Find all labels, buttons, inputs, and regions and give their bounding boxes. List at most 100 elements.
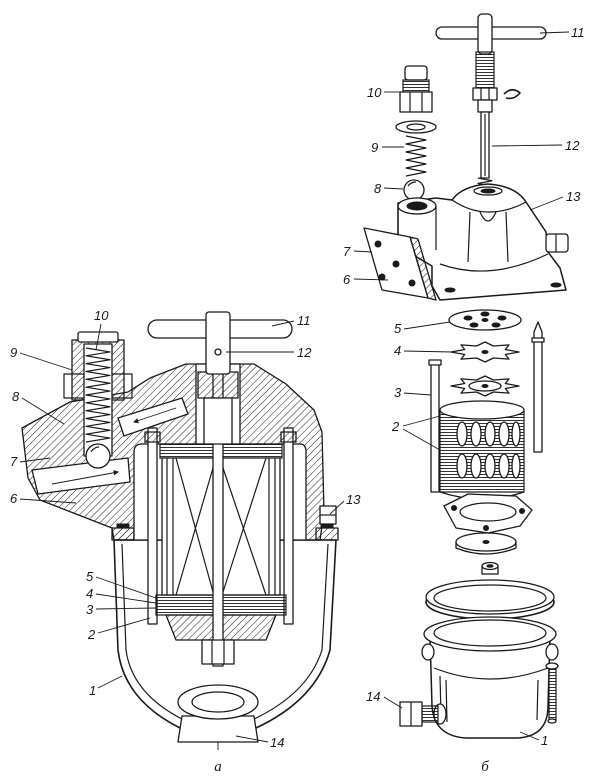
callout-label: 4 [86,586,93,601]
element-slot [511,421,521,447]
housing-flange-hole [550,282,562,288]
relief-valve-parts [395,65,437,201]
leader-line [402,428,441,451]
leader-line [539,31,570,34]
callout-label: 3 [394,385,402,400]
valve-ball [403,179,425,201]
element-stack-top [439,400,525,420]
housing-dome-ridge [479,211,497,222]
valve-ball-highlight [90,446,100,453]
callout-label: 5 [394,321,402,336]
rod-gland-packing [197,371,239,399]
rod-sleeve [203,397,233,445]
tie-rods [144,427,297,625]
element-slot [470,453,482,479]
callout-label: 14 [270,735,284,750]
retaining-clip [503,88,521,100]
leader-line [19,352,73,371]
element-diagonal [222,467,267,596]
housing-flange-hole [444,287,456,293]
leader-line [383,696,403,709]
filter-element-stack [439,400,525,500]
bowl-flange-inner [433,619,547,647]
handle-collar [477,99,493,113]
element-slot [498,421,510,447]
leader-line [403,350,453,353]
ring-gasket [425,579,555,620]
element-rod [430,363,440,493]
element-stack-body [439,409,525,493]
element-slot [456,421,468,447]
ring-gasket-inner [433,584,547,612]
ring-gasket-top [425,579,555,615]
housing-body [397,183,567,301]
callout-label: 6 [10,491,18,506]
filter-housing [397,183,569,301]
tie-rod-left [147,427,158,625]
callout-label: 10 [367,85,382,100]
housing-plug [545,233,569,253]
element-slot [456,453,468,479]
disc-hole [480,311,490,317]
element-rod-cap [428,359,442,366]
handle-pin [214,348,222,356]
view-a-letter: а [214,759,222,775]
valve-fitting-thread [402,79,430,93]
callout-label: 7 [10,454,18,469]
t-handle-with-rod [435,13,547,201]
callout-label: 9 [10,345,17,360]
small-nut-hole [486,564,494,568]
callout-label: 13 [346,492,361,507]
flange-plate-hole [408,279,416,287]
callout-label: 2 [391,419,400,434]
outlet-flow-arrow [132,407,177,424]
callout-label: 1 [89,683,96,698]
callouts-view-b: 11 10 12 9 8 13 7 6 5 4 3 2 [343,25,585,775]
callout-label: 8 [12,389,20,404]
element-slot [484,421,496,447]
housing-skirt [439,253,549,272]
disc-center-hole [481,384,489,388]
callout-label: 13 [566,189,581,204]
element-slot [470,421,482,447]
disc-hole [491,322,501,328]
element-slot [484,453,496,479]
flange-plate-hole [378,273,386,281]
housing-rib [467,211,471,263]
spare-rod [533,321,543,453]
leader-line [529,196,564,211]
flange-plate-hole [374,240,382,248]
leader-line [95,593,157,604]
valve-ball-highlight [407,181,417,187]
callout-label: 1 [541,733,548,748]
element-diagonal [222,457,267,593]
filter-bowl [399,616,559,739]
callout-label: 6 [343,272,351,287]
leader-line [95,576,157,599]
element-slot [498,453,510,479]
housing-rib [505,211,509,263]
leader-line [235,735,269,743]
valve-bore [83,343,113,457]
view-b-letter: б [481,759,489,775]
gasket-plate-hole [483,525,489,531]
bowl-shading [445,679,448,723]
bowl-contour [433,667,549,680]
callouts-view-a: 10 9 8 7 6 11 12 13 5 4 3 2 1 [10,308,361,775]
t-handle-stem [205,311,231,375]
callout-label: 4 [394,343,401,358]
drain-plug-thread [421,705,439,723]
callout-label: 7 [343,244,351,259]
bowl-shading [536,679,539,721]
bowl-flange [423,616,557,652]
t-handle-stem [477,13,493,55]
disc-center-hole [481,350,489,354]
relief-valve-assembly [63,331,133,469]
handle-nut [472,87,498,101]
leader-line [19,457,51,463]
callout-label: 12 [297,345,312,360]
bowl-bolt-head [545,662,559,670]
housing-top-bore [480,188,496,194]
leader-line [403,321,451,330]
